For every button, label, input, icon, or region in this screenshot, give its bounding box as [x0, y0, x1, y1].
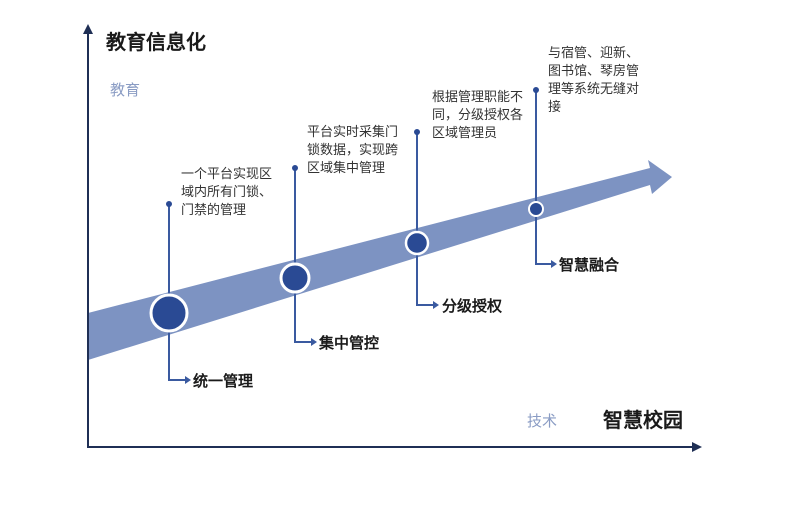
x-axis-arrow — [692, 442, 702, 452]
stage-2-connector — [294, 168, 312, 343]
stage-4-node — [528, 201, 544, 217]
stage-3-node — [404, 230, 430, 256]
stage-3-label: 分级授权 — [442, 297, 503, 315]
stage-3-connector — [416, 132, 434, 306]
stage-2-label: 集中管控 — [319, 334, 380, 352]
y-axis-arrow — [83, 24, 93, 34]
stage-3-description: 根据管理职能不同，分级授权各区域管理员 — [432, 90, 524, 141]
stage-1-node — [149, 293, 189, 333]
connector-dots — [166, 87, 539, 207]
growth-band — [88, 160, 672, 360]
y-axis-title: 教育信息化 — [106, 30, 206, 54]
stage-1-label: 统一管理 — [193, 372, 254, 390]
stage-2-description: 平台实时采集门锁数据，实现跨区域集中管理 — [307, 125, 399, 176]
stage-4-label: 智慧融合 — [559, 256, 620, 274]
y-axis-label: 教育 — [110, 81, 141, 99]
x-axis-label: 技术 — [527, 412, 558, 430]
x-axis-title: 智慧校园 — [603, 408, 683, 432]
connector-arrowheads — [185, 260, 557, 384]
stage-4-description: 与宿管、迎新、图书馆、琴房管理等系统无缝对接 — [548, 46, 640, 115]
stage-1-connector — [168, 204, 186, 381]
stage-2-node — [279, 262, 311, 294]
stage-4-connector — [535, 90, 552, 265]
stage-1-description: 一个平台实现区域内所有门锁、门禁的管理 — [181, 167, 273, 218]
